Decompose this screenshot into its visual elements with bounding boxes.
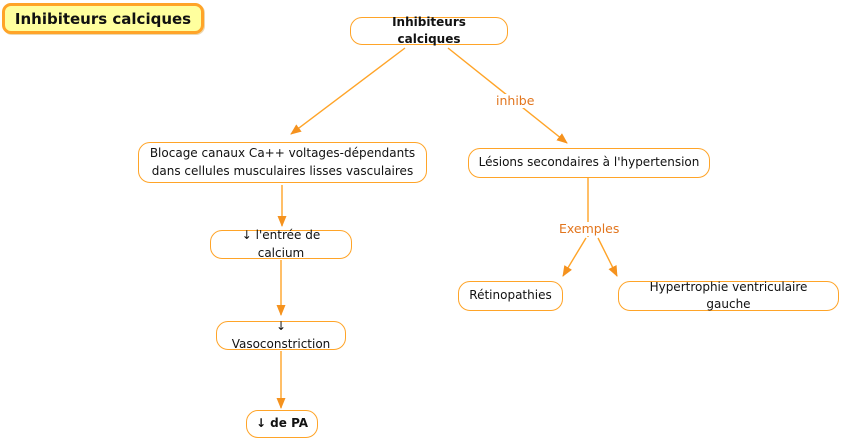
node-lesions-secondaires[interactable]: Lésions secondaires à l'hypertension (468, 148, 710, 178)
link-exemples-hyper (597, 237, 618, 277)
link-exemples-retino (562, 237, 587, 277)
node-hypertrophie-ventriculaire[interactable]: Hypertrophie ventriculaire gauche (618, 280, 839, 311)
node-blocage-canaux[interactable]: Blocage canaux Ca++ voltages-dépendants … (138, 142, 427, 183)
node-inhibiteurs-calciques[interactable]: Inhibiteurs calciques (350, 15, 508, 46)
link-label-inhibe[interactable]: inhibe (493, 94, 538, 108)
node-vasoconstriction[interactable]: ↓ Vasoconstriction (216, 319, 346, 351)
map-title: Inhibiteurs calciques (2, 3, 204, 34)
node-retinopathies[interactable]: Rétinopathies (458, 281, 563, 311)
link-root-blocage (290, 47, 406, 135)
node-baisse-pa[interactable]: ↓ de PA (246, 410, 318, 438)
node-entree-calcium[interactable]: ↓ l'entrée de calcium (210, 228, 352, 260)
link-label-exemples[interactable]: Exemples (556, 222, 623, 236)
